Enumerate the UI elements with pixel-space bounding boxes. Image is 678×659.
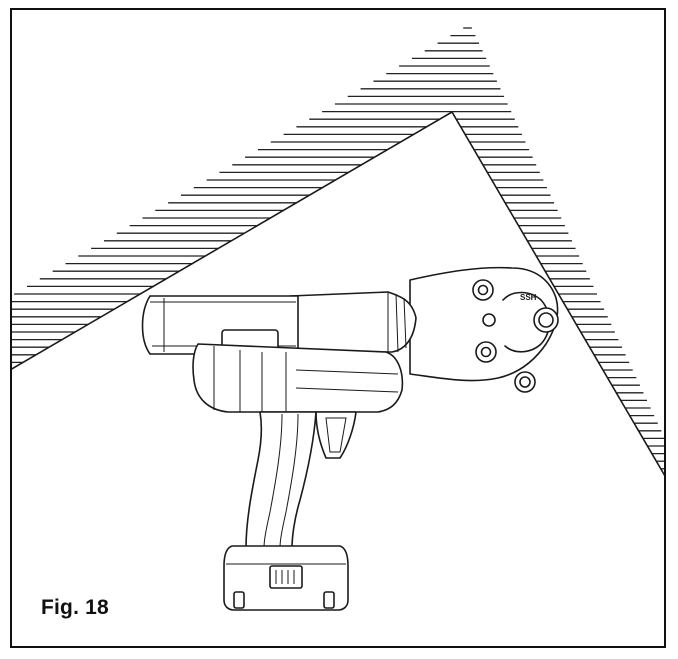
swing-zone-boundary (12, 111, 664, 476)
jaw-ring-inner (519, 376, 531, 388)
cylinder-ring-2 (395, 293, 399, 353)
jaw-bolt-top-inner (477, 284, 489, 296)
housing-line-5 (295, 369, 399, 375)
jaw-bolt-top (472, 279, 494, 301)
battery-foot-right (323, 591, 335, 609)
hatched-danger-zone (12, 27, 664, 470)
jaw-ring (514, 371, 536, 393)
jaw-center-pin (482, 313, 496, 327)
jaw-marking: SSH (520, 293, 537, 302)
battery-foot-left (233, 591, 245, 609)
jaw-bolt-bottom-inner (480, 346, 492, 358)
cylinder-ring-3 (403, 297, 407, 349)
crimp-die-inner (538, 312, 554, 328)
motor-housing (192, 343, 404, 413)
figure-caption: Fig. 18 (41, 596, 109, 619)
trigger (315, 411, 357, 459)
battery-contact (269, 565, 303, 589)
press-tool: SSH (141, 266, 559, 611)
crimp-die (533, 307, 559, 333)
housing-line-6 (295, 387, 399, 393)
jaw-bolt-bottom (475, 341, 497, 363)
grip-contour-2 (279, 413, 299, 549)
trigger-detail (325, 417, 347, 453)
grip-contour (263, 413, 283, 549)
